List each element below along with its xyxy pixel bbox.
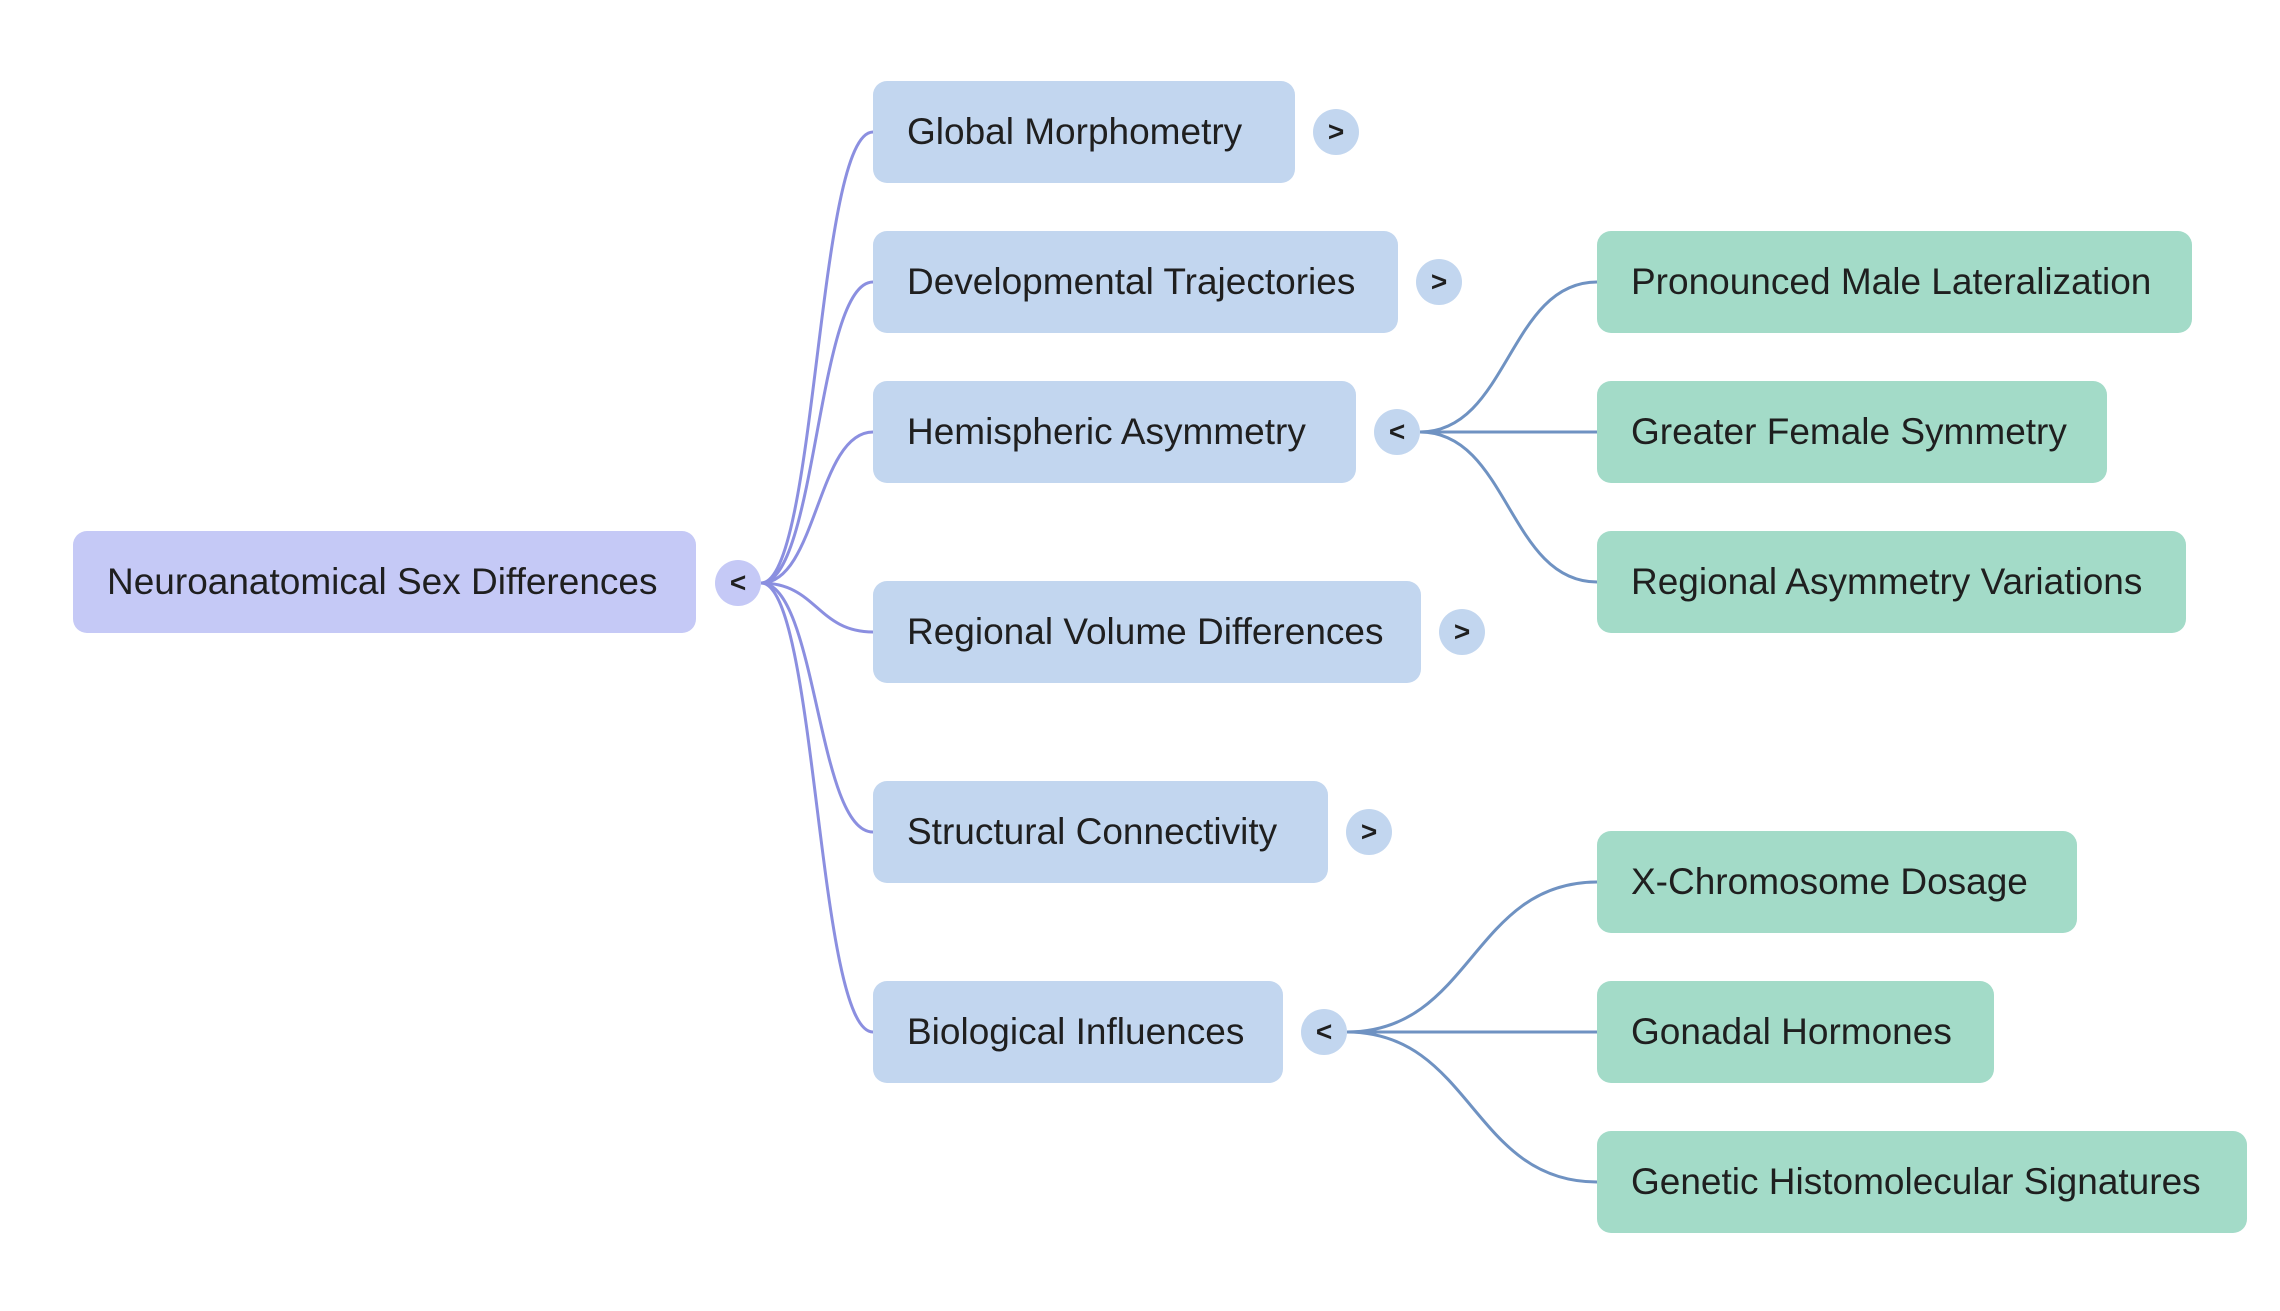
expand-toggle-structural-connectivity[interactable]: > [1346, 809, 1392, 855]
branch-label: Biological Influences [907, 1011, 1245, 1052]
leaf-label: Regional Asymmetry Variations [1631, 561, 2143, 602]
leaf-genetic-histomolecular-signatures[interactable]: Genetic Histomolecular Signatures [1597, 1131, 2247, 1233]
root-connector [760, 581, 874, 834]
branch-biological-influences[interactable]: Biological Influences [873, 981, 1283, 1083]
branch-connector [1419, 430, 1598, 584]
leaf-label: Pronounced Male Lateralization [1631, 261, 2152, 302]
branch-structural-connectivity[interactable]: Structural Connectivity [873, 781, 1328, 883]
leaf-x-chromosome-dosage[interactable]: X-Chromosome Dosage [1597, 831, 2077, 933]
root-connector [760, 581, 874, 1034]
branch-hemispheric-asymmetry[interactable]: Hemispheric Asymmetry [873, 381, 1356, 483]
expand-toggle-developmental-trajectories[interactable]: > [1416, 259, 1462, 305]
branch-label: Structural Connectivity [907, 811, 1278, 852]
branch-connector [1419, 280, 1598, 434]
branch-label: Global Morphometry [907, 111, 1243, 152]
branch-connector [1346, 880, 1598, 1034]
root-connector [760, 280, 874, 585]
branch-developmental-trajectories[interactable]: Developmental Trajectories [873, 231, 1398, 333]
leaf-label: Gonadal Hormones [1631, 1011, 1952, 1052]
root-connector [760, 581, 874, 634]
leaf-greater-female-symmetry[interactable]: Greater Female Symmetry [1597, 381, 2107, 483]
branch-label: Regional Volume Differences [907, 611, 1384, 652]
root-connector [760, 130, 874, 585]
branch-label: Hemispheric Asymmetry [907, 411, 1306, 452]
root-node[interactable]: Neuroanatomical Sex Differences [73, 531, 696, 633]
root-collapse-toggle[interactable]: < [715, 560, 761, 606]
leaf-gonadal-hormones[interactable]: Gonadal Hormones [1597, 981, 1994, 1083]
branch-global-morphometry[interactable]: Global Morphometry [873, 81, 1295, 183]
branch-label: Developmental Trajectories [907, 261, 1356, 302]
collapse-toggle-hemispheric-asymmetry[interactable]: < [1374, 409, 1420, 455]
leaf-regional-asymmetry-variations[interactable]: Regional Asymmetry Variations [1597, 531, 2186, 633]
root-label: Neuroanatomical Sex Differences [107, 561, 658, 602]
leaf-pronounced-male-lateralization[interactable]: Pronounced Male Lateralization [1597, 231, 2192, 333]
leaf-label: X-Chromosome Dosage [1631, 861, 2028, 902]
collapse-toggle-biological-influences[interactable]: < [1301, 1009, 1347, 1055]
expand-toggle-global-morphometry[interactable]: > [1313, 109, 1359, 155]
leaf-label: Genetic Histomolecular Signatures [1631, 1161, 2201, 1202]
root-connector [760, 430, 874, 585]
expand-toggle-regional-volume-differences[interactable]: > [1439, 609, 1485, 655]
branch-connector [1346, 1030, 1598, 1184]
branch-regional-volume-differences[interactable]: Regional Volume Differences [873, 581, 1421, 683]
leaf-label: Greater Female Symmetry [1631, 411, 2067, 452]
